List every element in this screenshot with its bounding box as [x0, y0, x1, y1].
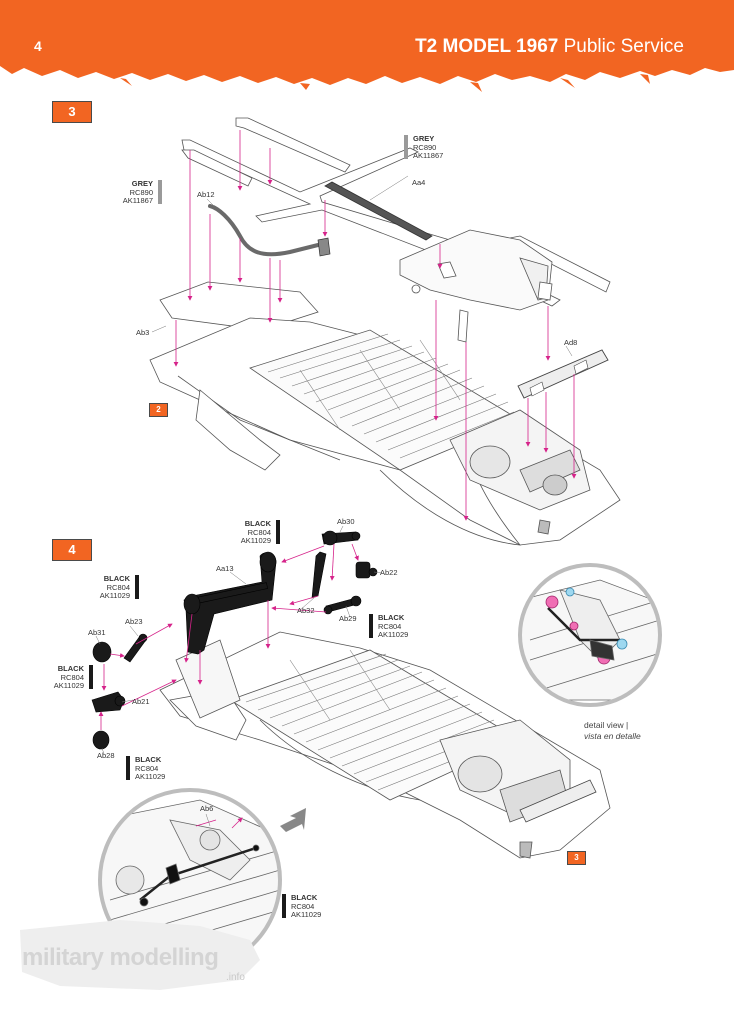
- label-ad8: Ad8: [564, 338, 578, 347]
- reference-step-2-badge: 2: [149, 403, 168, 417]
- detail-view-caption: detail view | vista en detalle: [584, 720, 641, 742]
- paint-swatch: [89, 665, 93, 689]
- part-ab22: [355, 561, 371, 579]
- paint-name: BLACK: [244, 519, 271, 528]
- paint-code: AK11029: [53, 681, 84, 690]
- part-ab12-grey-rod: [208, 204, 324, 257]
- reference-step-3-badge: 3: [567, 851, 586, 865]
- paint-code: RC804: [247, 527, 271, 537]
- paint-name: BLACK: [57, 664, 84, 673]
- step3-base-chassis: [149, 317, 621, 546]
- watermark-tank-silhouette: [20, 920, 260, 990]
- label-ab12: Ab12: [197, 190, 215, 199]
- paint-code: AK11029: [291, 910, 322, 919]
- step4-black-suspension-parts: [91, 530, 378, 750]
- paint-callout-grey-ab12: GREY RC890 AK11867: [122, 179, 162, 206]
- paint-name: GREY: [131, 179, 153, 188]
- paint-swatch: [276, 520, 280, 544]
- paint-code: RC804: [378, 621, 402, 631]
- paint-name: BLACK: [291, 893, 318, 902]
- part-aa4-grey-bar: [324, 181, 433, 241]
- step4-assembly-arrows: [98, 543, 359, 730]
- paint-code: AK11029: [135, 772, 166, 781]
- zoom-detail-circle: [98, 788, 282, 972]
- paint-code: RC890: [129, 187, 153, 197]
- paint-code: RC890: [413, 142, 437, 152]
- paint-swatch: [135, 575, 139, 599]
- watermark-text: military modelling: [22, 944, 219, 971]
- label-ab3: Ab3: [136, 328, 150, 337]
- part-ab28: [92, 730, 110, 750]
- paint-swatch: [158, 180, 162, 204]
- label-ab30: Ab30: [337, 517, 355, 526]
- page-title-version: Public Service: [558, 36, 684, 57]
- paint-callout-black-ab29: BLACK RC804 AK11029: [369, 613, 409, 640]
- step-4-badge: 4: [52, 539, 92, 561]
- page-number: 4: [34, 38, 42, 54]
- detail-view-circle: [518, 563, 662, 707]
- paint-callout-black-ab28: BLACK RC804 AK11029: [126, 755, 166, 782]
- part-ab31: [92, 641, 112, 663]
- paint-name: BLACK: [103, 574, 130, 583]
- paint-callout-black-ab23: BLACK RC804 AK11029: [99, 574, 139, 601]
- paint-name: BLACK: [135, 755, 162, 764]
- paint-callout-black-ab31: BLACK RC804 AK11029: [53, 664, 93, 691]
- label-aa13: Aa13: [216, 564, 234, 573]
- paint-code: AK11867: [122, 196, 153, 205]
- paint-swatch: [282, 894, 286, 918]
- label-ab28: Ab28: [97, 751, 115, 760]
- paint-swatch: [404, 135, 408, 159]
- paint-swatch: [369, 614, 373, 638]
- page-title: T2 MODEL 1967 Public Service: [415, 36, 684, 58]
- paint-code: AK11029: [99, 591, 130, 600]
- label-ab6: Ab6: [200, 804, 214, 813]
- paint-code: AK11029: [378, 630, 409, 639]
- paint-name: BLACK: [378, 613, 405, 622]
- paint-callout-black-aa13: BLACK RC804 AK11029: [240, 519, 280, 546]
- paint-code: RC804: [135, 763, 159, 773]
- detail-caption-en: detail view |: [584, 720, 629, 730]
- label-aa4: Aa4: [412, 178, 426, 187]
- paint-callout-black-ab6: BLACK RC804 AK11029: [282, 893, 322, 920]
- detail-caption-es: vista en detalle: [584, 731, 641, 741]
- page-header: 4 T2 MODEL 1967 Public Service: [0, 0, 734, 100]
- paint-name: GREY: [413, 134, 435, 143]
- step4-chassis: [159, 631, 611, 859]
- step3-upper-frame: [181, 117, 611, 343]
- label-ab23: Ab23: [125, 617, 143, 626]
- direction-arrow-icon: [280, 808, 306, 832]
- paint-code: AK11867: [413, 151, 444, 160]
- label-ab31: Ab31: [88, 628, 106, 637]
- label-ab21: Ab21: [132, 697, 150, 706]
- paint-code: RC804: [60, 672, 84, 682]
- paint-callout-grey-aa4: GREY RC890 AK11867: [404, 134, 444, 161]
- label-ab29: Ab29: [339, 614, 357, 623]
- page-title-model: T2 MODEL 1967: [415, 36, 559, 57]
- label-ab32: Ab32: [297, 606, 315, 615]
- step-3-badge: 3: [52, 101, 92, 123]
- label-ab22: Ab22: [380, 568, 398, 577]
- orange-brush-banner: [0, 0, 734, 92]
- part-ab3-floor-plate: [159, 281, 319, 331]
- step3-assembly-arrows: [173, 130, 577, 521]
- part-ab32: [311, 551, 327, 599]
- watermark-domain: .info: [226, 972, 245, 983]
- paint-code: RC804: [106, 582, 130, 592]
- paint-code: RC804: [291, 901, 315, 911]
- paint-swatch: [126, 756, 130, 780]
- paint-code: AK11029: [240, 536, 271, 545]
